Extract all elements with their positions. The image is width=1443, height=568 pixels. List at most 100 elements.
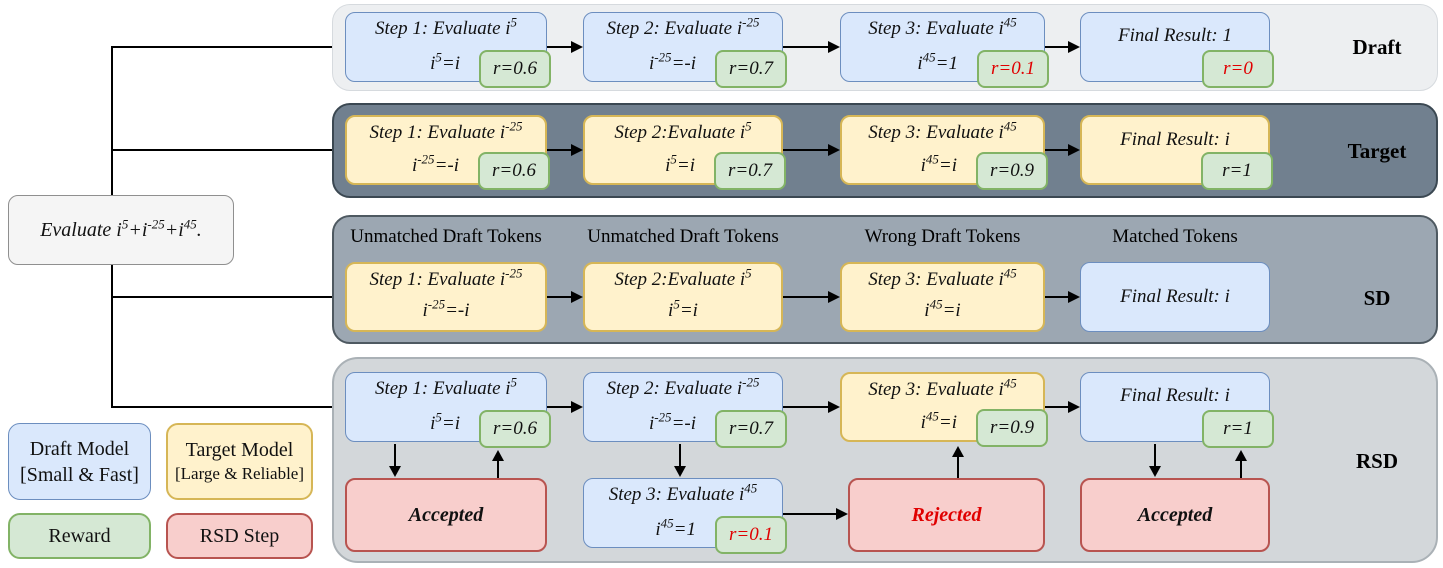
reward-up-arrow [1235,450,1247,478]
legend-target-model: Target Model [Large & Reliable] [166,423,313,500]
step-equation: i-25=-i [648,409,696,434]
step-title: Step 3: Evaluate i45 [608,480,758,505]
decision-label: Accepted [1137,503,1213,526]
verify-down-arrow [674,444,686,477]
row-label-target: Target [1347,139,1407,163]
prompt-text: Evaluate i5+i-25+i45. [40,215,202,241]
step-equation: i45=1 [655,515,696,540]
step-box: Step 1: Evaluate i5 i5=i r=0.6 [345,12,551,88]
step-box: Step 2: Evaluate i-25 i-25=-i r=0.7 [583,372,787,448]
reward-badge: r=0.1 [715,516,787,554]
rsd-decision-box: Accepted [345,478,547,552]
row-label-draft: Draft [1352,35,1402,59]
step-box: Step 2: Evaluate i-25 i-25=-i r=0.7 [583,12,787,88]
row-label-sd: SD [1363,286,1391,310]
flow-arrow [111,401,344,413]
reward-badge: r=0.6 [479,410,551,448]
legend-reward-label: Reward [48,525,111,547]
flow-arrow [111,291,344,303]
step-box: Step 3: Evaluate i45 i45=1 r=0.1 [583,478,787,554]
legend-reward: Reward [8,513,151,559]
reward-badge: r=0.7 [715,410,787,448]
step-equation: i5=i [430,49,460,74]
rsd-decision-box: Rejected [848,478,1045,552]
reward-badge: r=0.1 [977,50,1049,88]
reward-badge: r=0 [1202,50,1274,88]
legend-target-line1: Target Model [185,439,294,462]
final-result-text: Final Result: i [1120,286,1230,307]
flow-arrow [1045,144,1080,156]
step-equation: i5=i [430,409,460,434]
reward-badge: r=0.6 [479,50,551,88]
step-box: Final Result: 1 r=0 [1080,12,1274,88]
reward-badge: r=1 [1201,152,1273,190]
legend-draft-line1: Draft Model [29,437,130,460]
accept-down-arrow [389,444,401,477]
legend-draft-model: Draft Model [Small & Fast] [8,423,151,500]
flow-arrow [111,144,344,156]
step-title: Step 3: Evaluate i45 [868,265,1017,290]
flow-arrow [547,144,583,156]
step-equation: i45=i [920,408,957,433]
flow-arrow [1045,291,1080,303]
flow-arrow [783,401,840,413]
step-equation: i-25=-i [422,296,470,321]
step-equation: i5=i [665,151,695,176]
step-box: Final Result: i [1080,262,1270,332]
prompt-box: Evaluate i5+i-25+i45. [8,195,234,265]
step-equation: i5=i [668,296,698,321]
step-equation: i-25=-i [411,151,459,176]
flow-arrow [547,291,583,303]
reward-badge: r=1 [1202,410,1274,448]
sd-header: Wrong Draft Tokens [864,226,1021,247]
legend-draft-line2: [Small & Fast] [20,463,139,486]
step-box: Step 1: Evaluate i-25 i-25=-i [345,262,547,332]
reward-badge: r=0.6 [478,152,550,190]
sd-header: Matched Tokens [1112,226,1238,247]
rsd-decision-box: Accepted [1080,478,1270,552]
step-title: Step 2:Evaluate i5 [614,265,752,290]
reward-badge: r=0.7 [715,50,787,88]
step-title: Step 2:Evaluate i5 [614,118,752,143]
step-box: Step 2:Evaluate i5 i5=i [583,262,783,332]
sd-header: Unmatched Draft Tokens [350,226,542,247]
legend-target-line2: [Large & Reliable] [174,464,305,484]
step-title: Step 1: Evaluate i-25 [369,118,523,143]
decision-label: Rejected [911,503,982,526]
flow-arrow [783,508,848,520]
step-box: Step 1: Evaluate i-25 i-25=-i r=0.6 [345,115,550,190]
flow-arrow [1045,401,1080,413]
step-title: Step 2: Evaluate i-25 [606,374,760,399]
final-result-text: Final Result: 1 [1118,25,1232,46]
reward-up-arrow [492,450,504,478]
accept-down-arrow [1149,444,1161,477]
reward-badge: r=0.9 [976,152,1048,190]
flow-arrow [547,41,583,53]
step-equation: i45=1 [917,49,958,74]
step-equation: i45=i [920,151,957,176]
flow-arrow [783,41,840,53]
legend-rsd-step: RSD Step [166,513,313,559]
step-equation: i-25=-i [648,49,696,74]
sd-header: Unmatched Draft Tokens [587,226,779,247]
final-result-text: Final Result: i [1120,129,1230,150]
flow-arrow [783,144,840,156]
reject-up-arrow [952,446,964,478]
final-result-text: Final Result: i [1120,385,1230,406]
step-title: Step 2: Evaluate i-25 [606,14,760,39]
step-title: Step 1: Evaluate i5 [374,14,518,39]
flow-arrow [1045,41,1080,53]
step-title: Step 1: Evaluate i-25 [369,265,523,290]
step-box: Step 3: Evaluate i45 i45=1 r=0.1 [840,12,1049,88]
decision-label: Accepted [408,503,484,526]
flow-arrow [111,41,344,53]
step-title: Step 3: Evaluate i45 [868,14,1017,39]
flow-arrow [547,401,583,413]
